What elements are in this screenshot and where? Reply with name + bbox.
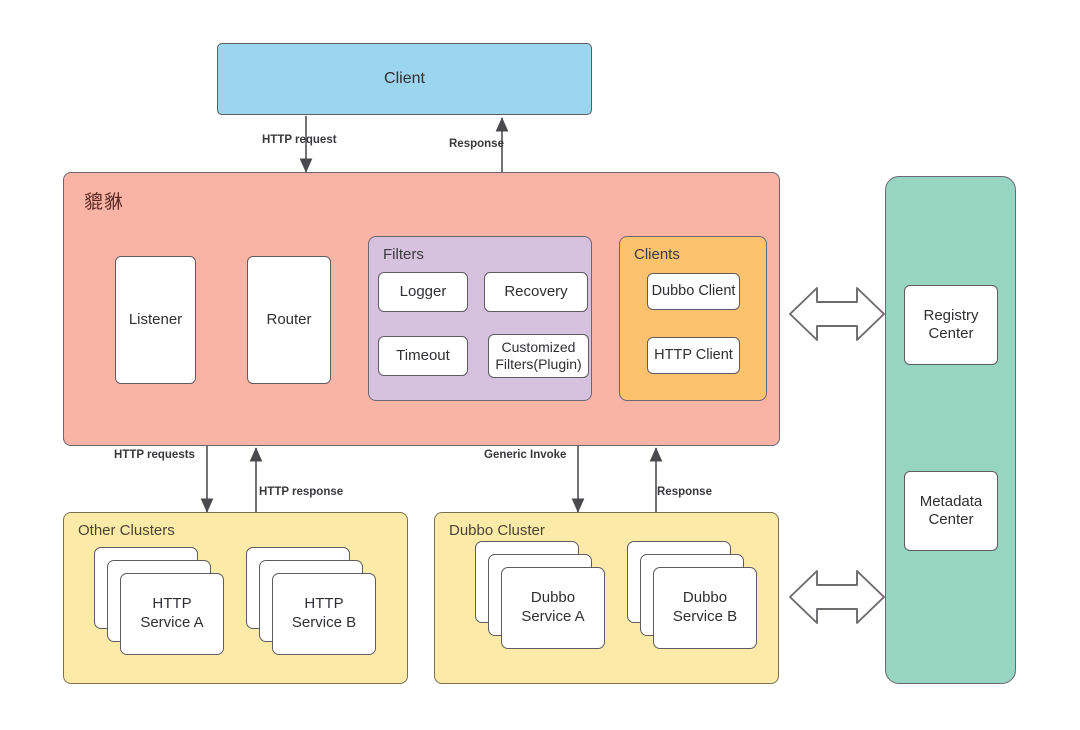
dubbo-service-b-node[interactable]: Dubbo Service B [653, 567, 757, 649]
filter-recovery[interactable]: Recovery [484, 272, 588, 312]
edge-label-http-requests: HTTP requests [114, 449, 195, 461]
dubbo-client-node[interactable]: Dubbo Client [647, 273, 740, 310]
metadata-center-node[interactable]: Metadata Center [904, 471, 998, 551]
registry-panel [885, 176, 1016, 684]
edge-label-response-dubbo: Response [657, 486, 712, 498]
client-node[interactable]: Client [217, 43, 592, 115]
gateway-registry-arrow [789, 287, 885, 341]
dubbo-cluster-title: Dubbo Cluster [449, 522, 545, 539]
http-service-a-node[interactable]: HTTP Service A [120, 573, 224, 655]
edge-label-http-request: HTTP request [262, 134, 337, 146]
filters-title: Filters [383, 246, 424, 263]
dubbo-registry-arrow [789, 570, 885, 624]
router-node[interactable]: Router [247, 256, 331, 384]
filter-customized-plugin[interactable]: Customized Filters(Plugin) [488, 334, 589, 378]
clients-title: Clients [634, 246, 680, 263]
filter-timeout[interactable]: Timeout [378, 336, 468, 376]
edge-label-http-response: HTTP response [259, 486, 344, 498]
listener-node[interactable]: Listener [115, 256, 196, 384]
other-clusters-title: Other Clusters [78, 522, 175, 539]
dubbo-service-a-node[interactable]: Dubbo Service A [501, 567, 605, 649]
clients-group: Clients [619, 236, 767, 401]
registry-center-node[interactable]: Registry Center [904, 285, 998, 365]
gateway-title: 貔貅 [84, 191, 125, 213]
filter-logger[interactable]: Logger [378, 272, 468, 312]
http-client-node[interactable]: HTTP Client [647, 337, 740, 374]
edge-label-response-top: Response [449, 138, 504, 150]
edge-label-generic-invoke: Generic Invoke [484, 449, 567, 461]
http-service-b-node[interactable]: HTTP Service B [272, 573, 376, 655]
